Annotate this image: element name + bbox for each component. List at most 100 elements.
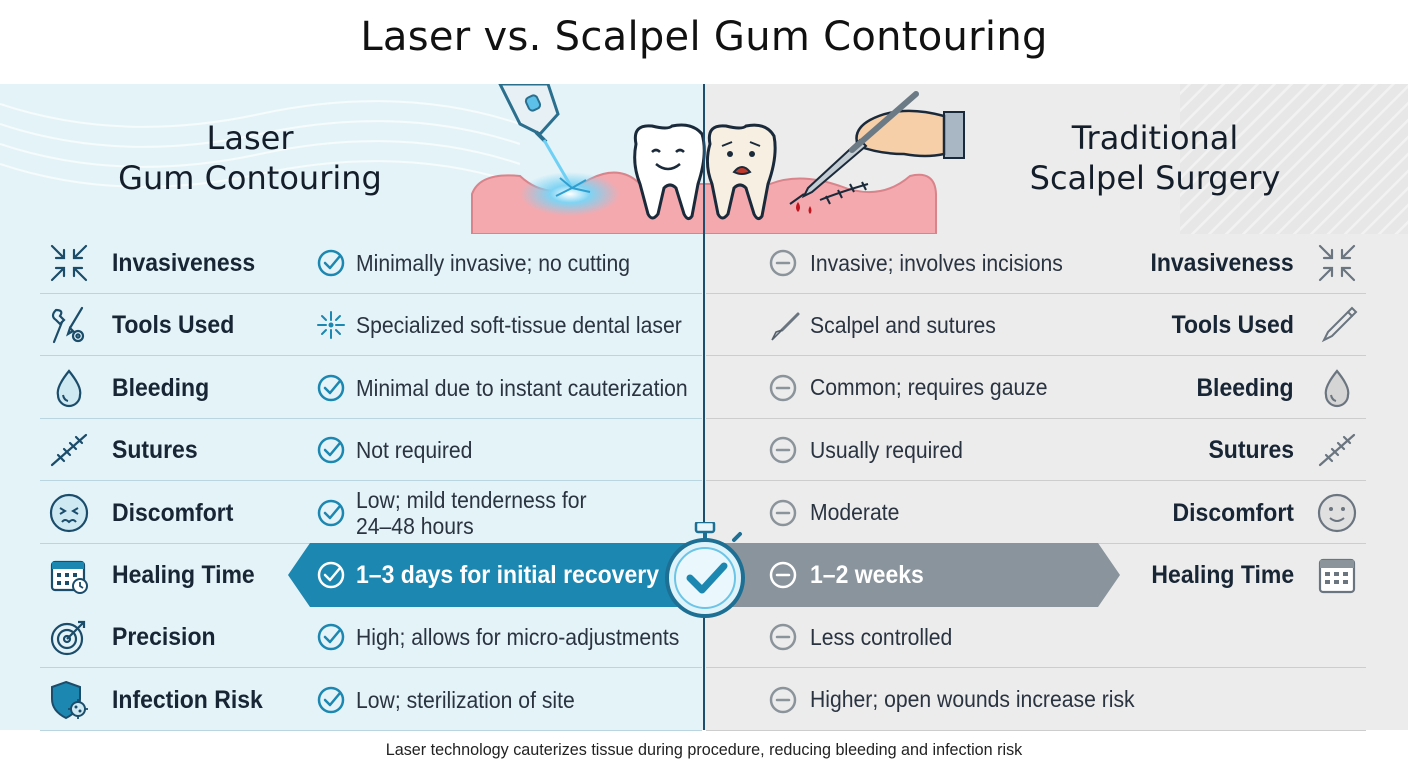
left-value-line: Minimally invasive; no cutting xyxy=(356,250,631,276)
laser-tool-icon xyxy=(498,84,591,197)
compress-arrows-icon xyxy=(48,242,90,284)
row-label-left: Invasiveness xyxy=(112,249,256,277)
scalpel-heading-line2: Scalpel Surgery xyxy=(1029,159,1281,197)
pen-icon xyxy=(1316,304,1358,346)
decorative-waves xyxy=(0,100,521,188)
row-separator xyxy=(40,480,702,482)
laser-value: Minimal due to instant cauterization xyxy=(316,357,717,419)
row-label-right: Invasiveness xyxy=(1150,249,1294,277)
smile-icon xyxy=(1316,492,1358,534)
left-value-line: Minimal due to instant cauterization xyxy=(356,374,688,401)
laser-heading-line2: Gum Contouring xyxy=(118,159,382,197)
row-separator xyxy=(706,355,1366,357)
check-icon xyxy=(316,373,346,403)
comparison-row-healing-time: Healing Time 1–3 days for initial recover… xyxy=(40,544,1366,606)
calendar-grey-icon xyxy=(1316,554,1358,596)
scalpel-healing-banner xyxy=(708,543,1120,607)
row-separator xyxy=(40,417,702,419)
row-label-right: Bleeding xyxy=(1196,373,1294,402)
scalpel-heading: Traditional Scalpel Surgery xyxy=(1000,118,1310,198)
comparison-row-precision: Precision High; allows for micro-adjustme… xyxy=(40,606,1366,669)
left-value-line: Low; sterilization of site xyxy=(356,686,575,713)
minus-icon xyxy=(768,373,798,403)
shield-germ-icon xyxy=(48,679,90,721)
row-separator xyxy=(706,293,1366,294)
left-value-line: Low; mild tenderness for xyxy=(356,486,587,513)
suture-icon xyxy=(1316,429,1358,471)
left-value-line: 1–3 days for initial recovery xyxy=(356,561,659,589)
left-value-line: Specialized soft-tissue dental laser xyxy=(356,312,682,339)
check-icon xyxy=(316,685,346,715)
calendar-icon xyxy=(48,554,90,596)
minus-icon xyxy=(768,685,798,715)
row-label-right: Tools Used xyxy=(1171,311,1294,340)
target-icon xyxy=(48,616,90,658)
laser-healing-banner xyxy=(288,543,698,607)
laser-value: Low; sterilization of site xyxy=(316,669,594,731)
comparison-row-sutures: Sutures Not required Usually required Sutur… xyxy=(40,419,1366,482)
check-icon xyxy=(316,622,346,652)
row-label-right: Sutures xyxy=(1208,436,1294,465)
scalpel-value: Invasive; involves incisions xyxy=(768,232,1085,294)
drop-icon xyxy=(48,367,90,409)
comparison-row-invasiveness: Invasiveness Minimally invasive; no cutti… xyxy=(40,232,1366,294)
suture-icon xyxy=(48,429,90,471)
row-label-left: Precision xyxy=(112,623,216,652)
check-icon xyxy=(316,435,346,465)
row-separator xyxy=(40,729,702,731)
scalpel-icon xyxy=(768,310,800,341)
footer-caption: Laser technology cauterizes tissue durin… xyxy=(385,740,1023,759)
compress-arrows-icon xyxy=(1316,242,1358,284)
page-title: Laser vs. Scalpel Gum Contouring xyxy=(360,14,1048,60)
laser-value: Not required xyxy=(316,419,483,481)
hand-scalpel-icon xyxy=(789,91,965,214)
face-icon xyxy=(48,492,90,534)
laser-value: Minimally invasive; no cutting xyxy=(316,232,654,294)
check-icon xyxy=(316,560,346,590)
column-divider xyxy=(703,84,705,730)
laser-burst-icon xyxy=(316,310,346,340)
laser-value: Specialized soft-tissue dental laser xyxy=(316,294,710,356)
row-label-left: Bleeding xyxy=(112,373,210,402)
check-icon xyxy=(316,248,346,278)
comparison-row-bleeding: Bleeding Minimal due to instant cauteriza… xyxy=(40,357,1366,419)
laser-heading: Laser Gum Contouring xyxy=(90,118,410,198)
minus-icon xyxy=(768,248,798,278)
check-icon xyxy=(316,498,346,528)
row-label-left: Sutures xyxy=(112,436,198,465)
minus-icon xyxy=(768,435,798,465)
row-separator xyxy=(40,293,702,294)
drop-grey-icon xyxy=(1316,367,1358,409)
laser-value: High; allows for micro-adjustments xyxy=(316,606,708,668)
left-value-line: High; allows for micro-adjustments xyxy=(356,624,680,651)
scalpel-value: Common; requires gauze xyxy=(768,357,1068,419)
row-separator xyxy=(706,480,1366,482)
row-label-left: Discomfort xyxy=(112,498,234,527)
happy-tooth-icon xyxy=(633,123,706,221)
row-label-left: Healing Time xyxy=(112,561,255,589)
row-separator xyxy=(40,667,702,669)
scalpel-value: Less controlled xyxy=(768,606,965,668)
row-label-left: Tools Used xyxy=(112,311,235,340)
row-separator xyxy=(706,729,1366,731)
minus-icon xyxy=(768,498,798,528)
left-value-line: Not required xyxy=(356,437,473,464)
row-separator xyxy=(706,417,1366,419)
row-label-left: Infection Risk xyxy=(112,685,263,714)
minus-icon xyxy=(768,622,798,652)
comparison-row-infection-risk: Infection Risk Low; sterilization of site… xyxy=(40,669,1366,731)
stopwatch-check-icon xyxy=(665,522,745,618)
row-label-right: Healing Time xyxy=(1151,561,1294,589)
minus-icon xyxy=(768,560,798,590)
row-separator xyxy=(40,355,702,357)
scalpel-value: Usually required xyxy=(768,419,976,481)
tools-icon xyxy=(48,304,90,346)
row-label-right: Discomfort xyxy=(1172,498,1294,527)
row-separator xyxy=(706,667,1366,669)
scalpel-heading-line1: Traditional xyxy=(1071,119,1239,157)
scalpel-value: Higher; open wounds increase risk xyxy=(768,669,1163,731)
scalpel-value: 1–2 weeks xyxy=(768,544,934,606)
scalpel-value: Scalpel and sutures xyxy=(768,294,1012,356)
